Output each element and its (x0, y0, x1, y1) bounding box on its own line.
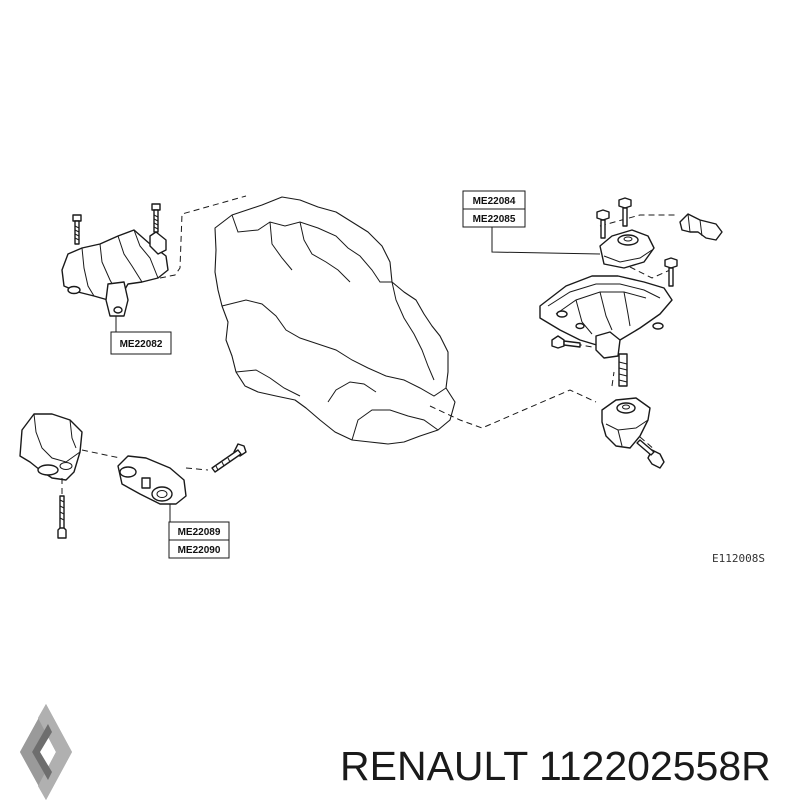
bolt-right-side (664, 257, 678, 287)
bolt-torque-rod (211, 443, 247, 473)
engine-block (214, 196, 456, 445)
diagram-code: E112008S (712, 552, 765, 565)
gearbox-carrier-bracket (539, 275, 673, 359)
part-label: ME22085 (473, 214, 516, 225)
brand-caption: RENAULT 112202558R (340, 743, 771, 789)
torque-rod (117, 455, 187, 505)
part-label: ME22082 (120, 339, 163, 350)
bolt-lower-left (57, 478, 67, 539)
bolt-top-left (72, 214, 82, 245)
callout-box-me22089: ME22089 (168, 521, 230, 541)
leader-line (491, 227, 601, 255)
engine-mount-left (61, 229, 169, 317)
part-label: ME22084 (473, 196, 516, 207)
hose-clip (679, 213, 723, 241)
callout-box-me22090: ME22090 (168, 539, 230, 559)
dashed-connector-lines (81, 195, 678, 471)
torque-rod-bracket (19, 413, 83, 481)
bolt-bracket-left (551, 335, 581, 349)
part-label: ME22089 (178, 527, 221, 538)
bolt-top-right-1 (596, 209, 610, 239)
gearbox-mount-lower (601, 397, 651, 449)
bolt-lower-right (636, 439, 665, 469)
bolt-top-right-2 (618, 197, 632, 227)
part-label: ME22090 (178, 545, 221, 556)
callout-box-me22084: ME22084 (462, 190, 526, 210)
renault-diamond-logo-icon (20, 704, 72, 800)
stud-bolt-center (618, 353, 628, 387)
gearbox-mount-top (599, 229, 655, 269)
callout-box-me22082: ME22082 (110, 331, 172, 355)
bolt-top-left-2 (151, 203, 161, 233)
callout-box-me22085: ME22085 (462, 208, 526, 228)
